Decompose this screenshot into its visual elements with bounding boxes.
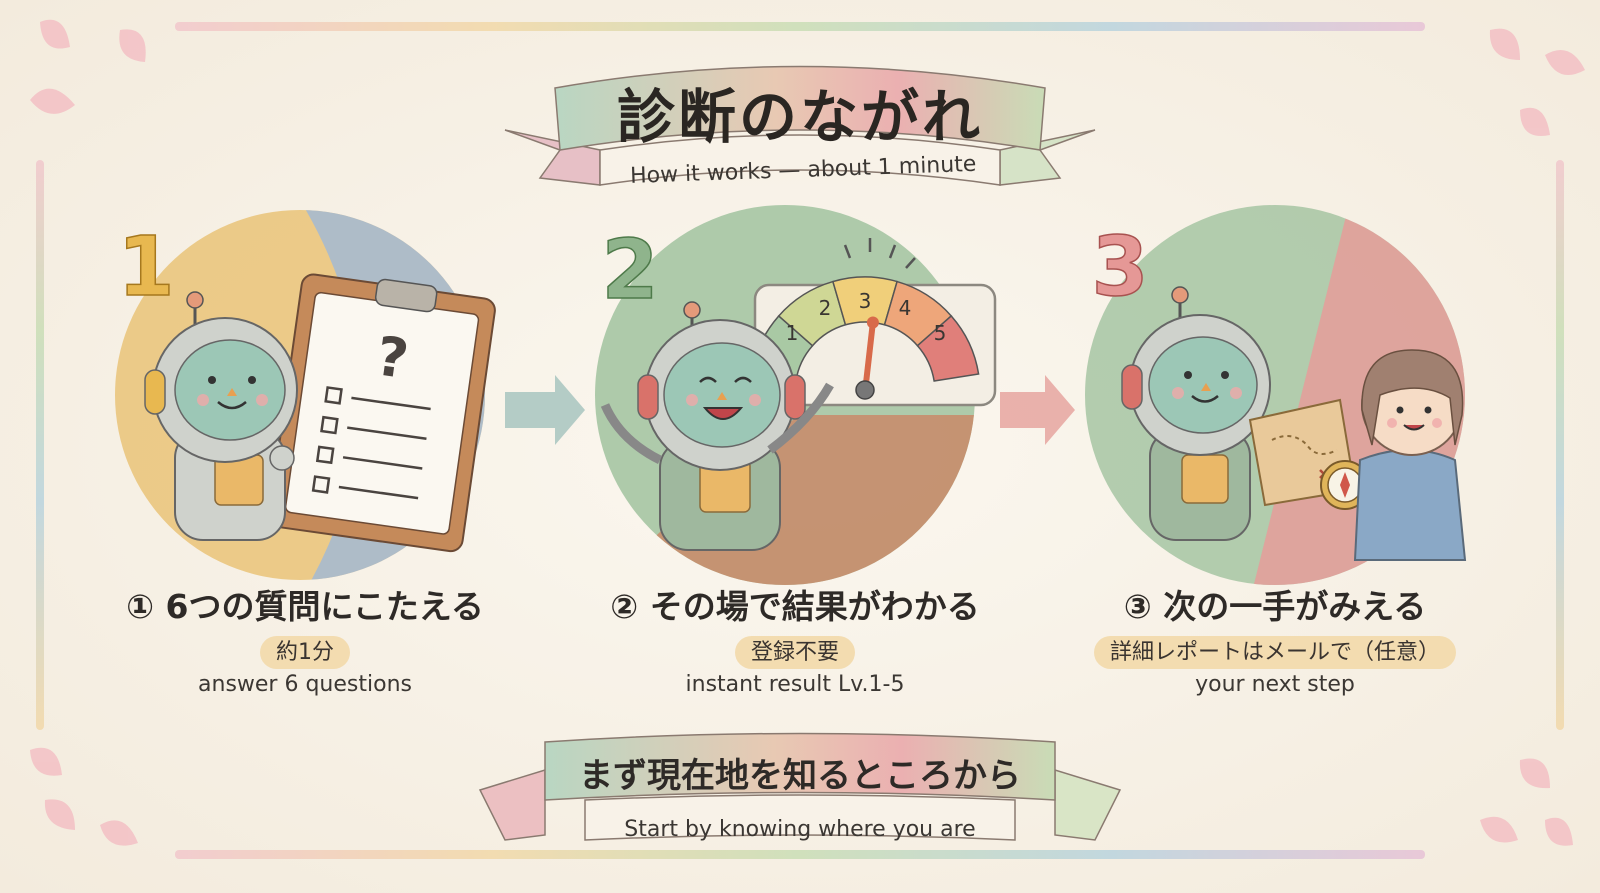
step-3-title: ③ 次の一手がみえる (1123, 587, 1427, 626)
robot-icon (1121, 286, 1271, 541)
arrow-right-icon (1000, 375, 1075, 445)
step-1-badge: 約1分 (260, 636, 350, 669)
footer-ribbon (478, 732, 1122, 841)
step-1-title: ① 6つの質問にこたえる (126, 587, 484, 626)
gauge-level-1: 1 (786, 321, 799, 345)
page-title: 診断のながれ (616, 83, 983, 151)
step-3-badge: 詳細レポートはメールで（任意） (1093, 636, 1456, 669)
gauge-level-3: 3 (859, 289, 872, 313)
step-1-badge-wrap: 約1分 (80, 634, 530, 669)
gauge-level-2: 2 (819, 296, 832, 320)
footer-subtitle: Start by knowing where you are (624, 817, 976, 842)
rainbow-frame (36, 22, 1564, 859)
robot-icon (600, 301, 834, 551)
level-gauge-icon: 1 2 3 4 5 (750, 238, 997, 407)
step-1-caption: answer 6 questions (198, 672, 412, 697)
step-1-number: 1 (117, 220, 174, 315)
title-ribbon (504, 65, 1096, 186)
gauge-needle-tip (866, 316, 879, 329)
robot-icon (144, 291, 298, 541)
step-2-badge-wrap: 登録不要 (570, 634, 1020, 669)
child-icon (1353, 349, 1467, 561)
gauge-labels: 1 2 3 4 5 (786, 289, 947, 345)
step-1-illustration: ? (115, 210, 496, 580)
step-3-illustration (1085, 205, 1467, 585)
footer-title: まず現在地を知るところから (579, 756, 1021, 796)
gauge-level-5: 5 (934, 321, 947, 345)
sparkle-icon (843, 238, 916, 269)
step-2-number: 2 (601, 223, 658, 318)
step-2-title: ② その場で結果がわかる (610, 587, 980, 626)
sakura-petals-icon (30, 19, 1585, 846)
gauge-segment-5 (916, 314, 980, 382)
gauge-level-4: 4 (899, 296, 912, 320)
step-3-number: 3 (1091, 220, 1148, 315)
step-3-badge-wrap: 詳細レポートはメールで（任意） (1040, 634, 1510, 669)
clipboard-icon: ? (268, 273, 496, 553)
step-2-caption: instant result Lv.1-5 (685, 672, 905, 697)
step-2-badge: 登録不要 (734, 636, 855, 669)
arrow-right-icon (505, 375, 585, 445)
step-3-caption: your next step (1195, 672, 1355, 697)
